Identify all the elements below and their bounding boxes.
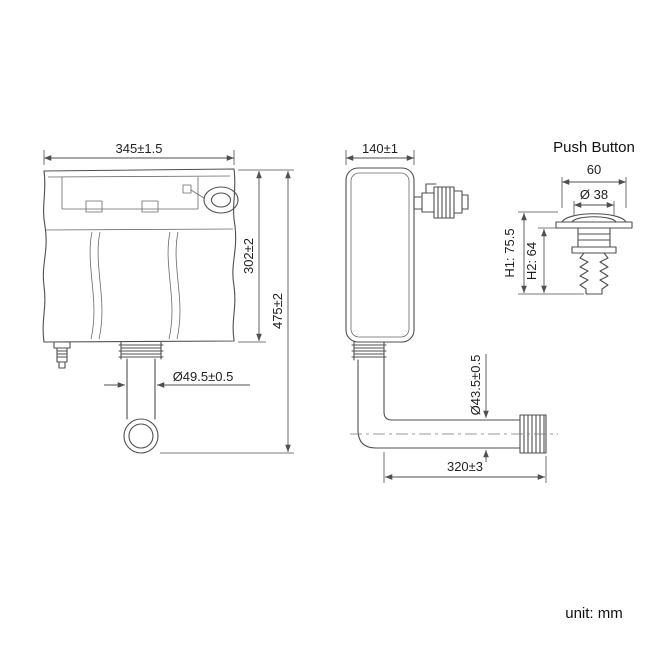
front-body-height-dim-label: 302±2 — [241, 238, 256, 274]
front-outlet-thread — [118, 341, 164, 360]
side-outlet-thread — [351, 341, 387, 361]
dim-front-total-height: 475±2 — [160, 171, 294, 454]
button-diameter-dim-label: Ø 38 — [580, 187, 608, 202]
grommet-leader — [182, 184, 205, 199]
pipe-diameter-dim-label: Ø43.5±0.5 — [468, 355, 483, 416]
button-h1-dim-label: H1: 75.5 — [502, 228, 517, 277]
pipe-length-dim-label: 320±3 — [447, 459, 483, 474]
push-button-cap — [555, 213, 633, 229]
dim-button-h1: H1: 75.5 — [502, 211, 584, 295]
cistern-front-view: 345±1.5 302±2 475±2 Ø49.5±0.5 — [42, 141, 294, 454]
unit-note: unit: mm — [565, 605, 623, 622]
dim-pipe-diameter: Ø43.5±0.5 — [468, 354, 489, 462]
push-button-view: Push Button 60 Ø 38 H1: 75.5 H2: 64 — [502, 139, 635, 295]
side-tank-outline — [345, 167, 415, 343]
front-width-dim-label: 345±1.5 — [116, 141, 163, 156]
push-button-title: Push Button — [553, 139, 635, 156]
outlet-flange-outer — [123, 418, 159, 454]
grommet-inner — [210, 192, 232, 208]
dim-button-h2: H2: 64 — [524, 227, 556, 293]
outlet-flange-inner — [128, 423, 154, 449]
dim-side-depth: 140±1 — [345, 141, 415, 165]
side-depth-dim-label: 140±1 — [362, 141, 398, 156]
button-h2-dim-label: H2: 64 — [524, 242, 539, 280]
grommet-outer — [203, 186, 239, 214]
dim-front-body-height-extensions — [238, 169, 294, 343]
front-total-height-dim-label: 475±2 — [270, 293, 285, 329]
button-width-dim-label: 60 — [587, 162, 601, 177]
front-bottom-valve — [53, 341, 71, 369]
push-button-body — [571, 227, 617, 254]
front-tank-outline — [42, 168, 237, 343]
dim-pipe-length-extensions — [383, 452, 547, 483]
front-outlet-pipe — [126, 358, 156, 420]
dim-button-width: 60 — [561, 162, 627, 208]
dim-h1-extensions — [518, 211, 584, 295]
front-tank-details — [45, 175, 234, 340]
dim-front-outlet-diameter: Ø49.5±0.5 — [104, 369, 250, 388]
dim-pipe-length: 320±3 — [383, 452, 547, 483]
dim-front-body-height: 302±2 — [238, 169, 294, 343]
front-outlet-diameter-dim-label: Ø49.5±0.5 — [173, 369, 234, 384]
dim-front-width: 345±1.5 — [43, 141, 235, 165]
dim-button-diameter: Ø 38 — [573, 187, 615, 215]
cistern-side-view: 140±1 Ø43.5±0.5 320±3 — [345, 141, 558, 483]
push-button-hose-barb — [579, 252, 609, 295]
side-inlet-valve — [413, 183, 469, 219]
dim-button-diameter-extensions — [573, 201, 615, 215]
side-tank-inner-line — [350, 172, 410, 338]
side-elbow-pipe — [357, 359, 521, 449]
